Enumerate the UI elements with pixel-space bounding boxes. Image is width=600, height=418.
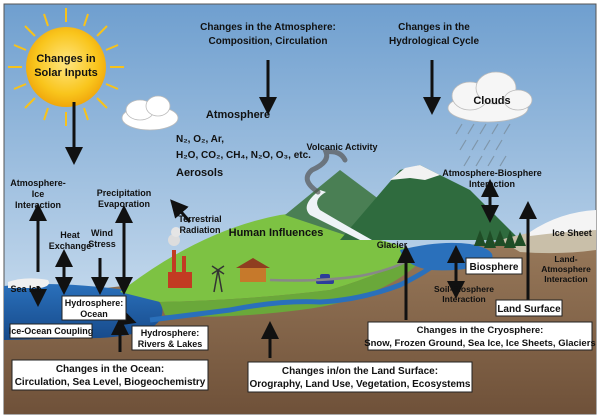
cloud-left-icon <box>121 95 179 131</box>
land-atm-line3: Interaction <box>544 274 587 284</box>
windmill-icon <box>211 265 225 293</box>
soil-line1: Soil-Biosphere <box>434 284 494 294</box>
hydro-line1: Changes in the <box>398 22 470 33</box>
atm-ice-line3: Interaction <box>15 200 61 210</box>
terrestrial-line1: Terrestrial <box>178 214 221 224</box>
atm-ice-line1: Atmosphere- <box>10 178 66 188</box>
atm-bio-line2: Interaction <box>469 179 515 189</box>
atm-changes-line2: Composition, Circulation <box>209 36 328 47</box>
ocean-changes-line2: Circulation, Sea Level, Biogeochemistry <box>15 377 206 388</box>
wind-stress-line1: Wind <box>91 228 113 238</box>
ocean-changes-box <box>11 359 209 391</box>
rivers-line2: Rivers & Lakes <box>138 339 203 349</box>
mountain-snowcap <box>390 165 440 180</box>
ocean-line1: Hydrosphere: <box>65 298 124 308</box>
cryosphere-box <box>367 321 593 351</box>
gases-line3: Aerosols <box>176 167 223 179</box>
ocean-changes-line1: Changes in the Ocean: <box>56 364 164 375</box>
cryo-line1: Changes in the Cryosphere: <box>417 325 544 336</box>
atm-ice-line2: Ice <box>32 189 45 199</box>
gases-line1: N₂, O₂, Ar, <box>176 134 224 145</box>
biosphere-box <box>465 257 523 275</box>
terrestrial-arrow <box>170 199 192 223</box>
ice-sheet-shape <box>530 210 596 236</box>
clouds-label: Clouds <box>473 95 510 107</box>
glacier-flow <box>306 190 372 240</box>
ice-ocean-box <box>9 323 93 339</box>
rain-icon <box>455 123 511 167</box>
house-icon <box>236 258 270 282</box>
sun-label-line2: Solar Inputs <box>34 67 98 79</box>
land-surface-label: Land Surface <box>497 304 561 315</box>
heat-exchange-line2: Exchange <box>49 241 92 251</box>
ice-sheet-label: Ice Sheet <box>552 228 592 238</box>
rivers-box <box>131 325 209 351</box>
hydro-line2: Hydrological Cycle <box>389 36 479 47</box>
terrestrial-line2: Radiation <box>179 225 220 235</box>
cryo-line2: Snow, Frozen Ground, Sea Ice, Ice Sheets… <box>364 338 595 349</box>
sun-icon <box>8 8 124 126</box>
wind-stress-line2: Stress <box>88 239 116 249</box>
soil-line2: Interaction <box>442 294 485 304</box>
cloud-right-icon <box>447 71 533 123</box>
sea-ice-shape <box>8 278 49 288</box>
land-atm-line2: Atmosphere <box>541 264 591 274</box>
land-changes-line2: Orography, Land Use, Vegetation, Ecosyst… <box>250 379 471 390</box>
road <box>269 260 406 282</box>
precip-line1: Precipitation <box>97 188 152 198</box>
atm-bio-line1: Atmosphere-Biosphere <box>442 168 542 178</box>
glacier-label: Glacier <box>377 240 408 250</box>
biosphere-label: Biosphere <box>470 262 519 273</box>
right-land <box>500 225 596 254</box>
land-changes-box <box>247 361 473 393</box>
land-changes-line1: Changes in/on the Land Surface: <box>282 366 438 377</box>
volcanic-label: Volcanic Activity <box>306 142 377 152</box>
ocean-box <box>61 295 127 321</box>
precip-line2: Evaporation <box>98 199 150 209</box>
gases-line2: H₂O, CO₂, CH₄, N₂O, O₃, etc. <box>176 150 311 161</box>
human-label: Human Influences <box>229 227 324 239</box>
land-surface-box <box>495 299 563 317</box>
ocean-line2: Ocean <box>80 309 108 319</box>
sea-ice-label: Sea Ice <box>10 284 41 294</box>
heat-exchange-line1: Heat <box>60 230 80 240</box>
volcano-smoke <box>304 149 348 195</box>
atmosphere-label: Atmosphere <box>206 109 270 121</box>
rivers-line1: Hydrosphere: <box>141 328 200 338</box>
sun-label-line1: Changes in <box>36 53 96 65</box>
main-mountain <box>340 165 520 240</box>
factory-icon <box>168 227 192 288</box>
land-atm-line1: Land- <box>554 254 577 264</box>
atm-changes-line1: Changes in the Atmosphere: <box>200 22 336 33</box>
forest <box>474 230 526 248</box>
grass-foreground <box>160 258 420 317</box>
ice-ocean-label: Ice-Ocean Coupling <box>9 326 94 336</box>
